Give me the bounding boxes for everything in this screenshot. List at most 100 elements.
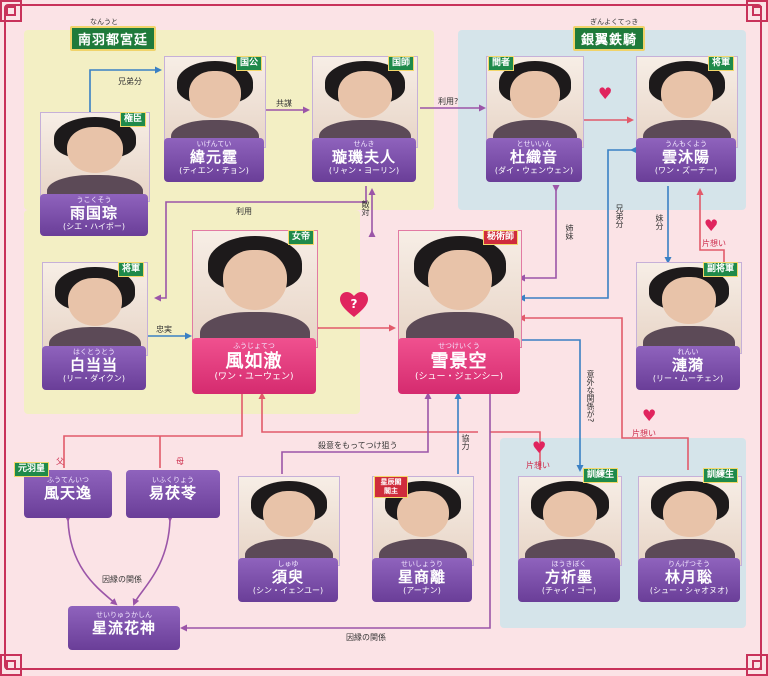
ruby-lianyi: れんい <box>677 348 699 356</box>
reading-baidangdang: (リー・ダイクン) <box>62 374 126 383</box>
name-dujiyin: 杜織音 <box>509 148 558 166</box>
name-baidangdang: 白当当 <box>69 356 118 374</box>
corner-ornament-bl <box>0 654 22 676</box>
name-yuguozong: 雨国琮 <box>69 204 118 222</box>
name-plate-xuanji: せんき 璇璣夫人 (リャン・ヨーリン) <box>312 138 416 182</box>
label-riyou: 利用 <box>236 207 252 216</box>
ruby-weiyuanxuan: いげんてい <box>196 140 232 148</box>
corner-ornament-br <box>746 654 768 676</box>
portrait-linyuecong <box>638 476 742 566</box>
badge-yunmuyang: 将軍 <box>707 56 734 71</box>
card-linyuecong[interactable]: 訓練生 りんげつそう 林月聡 (シュー・シャオヌオ) <box>638 468 742 602</box>
name-linyuecong: 林月聡 <box>664 568 713 586</box>
portrait-xuyu <box>238 476 340 566</box>
name-plate-lianyi: れんい 漣漪 (リー・ムーチェン) <box>636 346 740 390</box>
nanwu-court-title: 南羽都宮廷 <box>70 26 157 51</box>
card-fengruche[interactable]: 女帝 ふうじょてつ 風如澈 (ワン・ユーウェン) <box>192 230 318 396</box>
name-plate-linyuecong: りんげつそう 林月聡 (シュー・シャオヌオ) <box>638 558 740 602</box>
label-kyobo: 共謀 <box>276 99 292 108</box>
yinyi-title-ruby: ぎんよくてっき <box>590 18 639 26</box>
portrait-baidangdang <box>42 262 148 356</box>
card-yunmuyang[interactable]: 将軍 うんもくよう 雲沐陽 (ワン・ズーチー) <box>636 56 738 184</box>
card-lianyi[interactable]: 副将軍 れんい 漣漪 (リー・ムーチェン) <box>636 262 742 390</box>
label-kataomoi3: 片想い <box>526 461 550 470</box>
badge-xingshangli: 星辰閣閣主 <box>374 476 408 498</box>
card-xingshangli[interactable]: 星辰閣閣主 せいしょうり 星商離 (アーナン) <box>372 476 474 602</box>
edge-kataomoi3 <box>262 394 541 470</box>
badge-linyuecong: 訓練生 <box>702 468 738 483</box>
card-xuejingkong[interactable]: 秘術師 せつけいくう 雪景空 (シュー・ジェンシー) <box>398 230 522 396</box>
edge-brothers1 <box>86 66 162 117</box>
name-fengtianyi: 風天逸 <box>43 484 92 502</box>
edge-satsui <box>281 392 432 474</box>
name-plate-fengtianyi[interactable]: ふうてんいつ 風天逸 <box>24 470 112 518</box>
edge-riyou <box>154 186 367 302</box>
name-plate-xuejingkong: せつけいくう 雪景空 (シュー・ジェンシー) <box>398 338 520 394</box>
edge-family <box>63 394 243 468</box>
heart-icon-linyuecong: ♥ <box>642 406 657 425</box>
name-plate-xingliuhuashen[interactable]: せいりゅうかしん 星流花神 <box>68 606 180 650</box>
name-yifuling: 易茯苓 <box>148 484 197 502</box>
heart-icon-dujiyin-yunmuyang: ♥ <box>598 84 613 103</box>
name-plate-fangqimo: ほうきぼく 方祈墨 (チャイ・ゴー) <box>518 558 620 602</box>
reading-weiyuanxuan: (ティエン・チョン) <box>179 166 249 175</box>
card-fangqimo[interactable]: 訓練生 ほうきぼく 方祈墨 (チャイ・ゴー) <box>518 468 622 602</box>
card-dujiyin[interactable]: 間者 とせいいん 杜織音 (ダイ・ウェンウェン) <box>486 56 584 184</box>
card-baidangdang[interactable]: 将軍 はくとうとう 白当当 (リー・ダイクン) <box>42 262 148 390</box>
label-satsui: 殺意をもってつけ狙う <box>318 441 398 450</box>
card-xuanji[interactable]: 国師 せんき 璇璣夫人 (リャン・ヨーリン) <box>312 56 418 184</box>
name-plate-xingshangli: せいしょうり 星商離 (アーナン) <box>372 558 472 602</box>
name-weiyuanxuan: 緯元霆 <box>189 148 238 166</box>
corner-ornament-tl <box>0 0 22 22</box>
reading-yunmuyang: (ワン・ズーチー) <box>654 166 718 175</box>
corner-ornament-tr <box>746 0 768 22</box>
badge-fangqimo: 訓練生 <box>582 468 618 483</box>
label-kataomoi1: 片想い <box>702 239 726 248</box>
name-xingliuhuashen: 星流花神 <box>91 619 156 637</box>
reading-xuejingkong: (シュー・ジェンシー) <box>414 372 504 382</box>
label-haha: 母 <box>176 457 184 466</box>
card-yuguozong[interactable]: 権臣 うこくそう 雨国琮 (シエ・ハイボー) <box>40 112 150 236</box>
label-kyodai2: 兄弟分 <box>615 204 624 228</box>
badge-dujiyin: 間者 <box>488 56 515 71</box>
reading-linyuecong: (シュー・シャオヌオ) <box>649 586 729 595</box>
ruby-yifuling: いふくりょう <box>152 476 194 484</box>
name-plate-yifuling[interactable]: いふくりょう 易茯苓 <box>126 470 220 518</box>
portrait-fangqimo <box>518 476 622 566</box>
name-plate-yuguozong: うこくそう 雨国琮 (シエ・ハイボー) <box>40 194 148 236</box>
card-xuyu[interactable]: しゅゆ 須臾 (シン・イェンユー) <box>238 476 340 602</box>
card-weiyuanxuan[interactable]: 国公 いげんてい 緯元霆 (ティエン・チョン) <box>164 56 266 184</box>
name-yunmuyang: 雲沐陽 <box>661 148 710 166</box>
ruby-fengruche: ふうじょてつ <box>233 342 275 350</box>
portrait-xuanji <box>312 56 418 148</box>
name-plate-baidangdang: はくとうとう 白当当 (リー・ダイクン) <box>42 346 146 390</box>
badge-weiyuanxuan: 国公 <box>235 56 262 71</box>
reading-lianyi: (リー・ムーチェン) <box>652 374 724 383</box>
badge-yuguozong: 権臣 <box>119 112 146 127</box>
ruby-yunmuyang: うんもくよう <box>665 140 707 148</box>
name-plate-xuyu: しゅゆ 須臾 (シン・イェンユー) <box>238 558 338 602</box>
badge-xuanji: 国師 <box>387 56 414 71</box>
badge-fengruche: 女帝 <box>287 230 314 245</box>
name-plate-fengruche: ふうじょてつ 風如澈 (ワン・ユーウェン) <box>192 338 316 394</box>
portrait-lianyi <box>636 262 742 354</box>
ruby-xingshangli: せいしょうり <box>401 560 443 568</box>
heart-icon-lianyi: ♥ <box>704 216 719 235</box>
edge-inen2 <box>180 394 491 632</box>
label-shimai: 姉妹 <box>565 224 574 240</box>
name-xuanji: 璇璣夫人 <box>331 148 396 166</box>
label-brothers1: 兄弟分 <box>118 77 142 86</box>
ruby-xingliuhuashen: せいりゅうかしん <box>96 611 152 619</box>
name-xuejingkong: 雪景空 <box>430 351 488 372</box>
edge-shimai <box>518 185 560 282</box>
reading-dujiyin: (ダイ・ウェンウェン) <box>494 166 574 175</box>
silver-wing-title: 銀翼鉄騎 <box>573 26 646 51</box>
reading-xuanji: (リャン・ヨーリン) <box>328 166 400 175</box>
reading-yuguozong: (シエ・ハイボー) <box>62 222 126 231</box>
edge-igai <box>515 336 584 472</box>
label-chujitsu: 忠実 <box>156 325 172 334</box>
portrait-weiyuanxuan <box>164 56 266 148</box>
label-inen2: 因縁の関係 <box>346 633 386 642</box>
